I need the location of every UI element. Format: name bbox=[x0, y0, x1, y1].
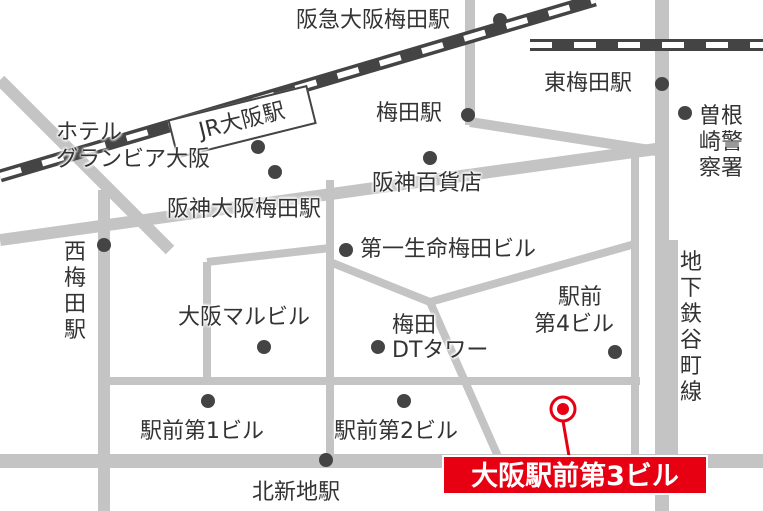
ekimae4-label-1: 駅前 bbox=[558, 285, 603, 310]
marker-hanshin-dept bbox=[423, 151, 437, 165]
osaka-maru-label: 大阪マルビル bbox=[178, 305, 311, 330]
marker-umeda-dt bbox=[371, 340, 385, 354]
nishi-umeda-label: 西梅田駅 bbox=[63, 240, 86, 343]
road-northwest-diagonal bbox=[0, 75, 175, 255]
road-diag-up-right bbox=[428, 240, 637, 306]
umeda-dt-label-1: 梅田 bbox=[392, 313, 437, 338]
hankyu-osaka-umeda-label: 阪急大阪梅田駅 bbox=[296, 8, 451, 33]
marker-kitashinchi bbox=[319, 453, 333, 467]
subway-tanimachi-label: 地下鉄谷町線 bbox=[679, 250, 702, 405]
marker-umeda bbox=[461, 108, 475, 122]
ekimae2-label: 駅前第2ビル bbox=[334, 419, 458, 444]
target-building-label: 大阪駅前第3ビル bbox=[442, 455, 708, 495]
subway-band bbox=[668, 240, 678, 470]
marker-daiichi-seimei bbox=[339, 243, 353, 257]
ekimae4-label-2: 第4ビル bbox=[534, 312, 614, 337]
marker-ekimae2 bbox=[397, 394, 411, 408]
marker-hanshin-osaka-umeda bbox=[268, 165, 282, 179]
marker-hotel-granvia bbox=[251, 140, 265, 154]
ekimae1-label: 駅前第1ビル bbox=[140, 419, 264, 444]
hanshin-osaka-umeda-label: 阪神大阪梅田駅 bbox=[167, 197, 322, 222]
target-pin-icon bbox=[549, 395, 577, 457]
road-umeda-branch bbox=[469, 117, 664, 157]
road-diag-down bbox=[426, 300, 504, 463]
daiichi-seimei-label: 第一生命梅田ビル bbox=[360, 237, 537, 262]
hotel-granvia-label-2: グランビア大阪 bbox=[56, 147, 211, 172]
hanshin-dept-label: 阪神百貨店 bbox=[372, 171, 483, 196]
marker-osaka-maru bbox=[257, 340, 271, 354]
marker-ekimae1 bbox=[201, 394, 215, 408]
umeda-station-label: 梅田駅 bbox=[376, 101, 443, 126]
markers bbox=[97, 13, 692, 467]
marker-police bbox=[678, 106, 692, 120]
marker-ekimae4 bbox=[608, 345, 622, 359]
road-inner-top bbox=[206, 244, 331, 266]
road-diag-to-top bbox=[328, 258, 432, 306]
marker-higashi-umeda bbox=[655, 77, 669, 91]
marker-hankyu-osaka-umeda bbox=[493, 13, 507, 27]
police-label: 曽根崎警察署 bbox=[698, 104, 743, 181]
umeda-dt-label-2: DTタワー bbox=[392, 338, 489, 363]
marker-nishi-umeda bbox=[97, 238, 111, 252]
kitashinchi-label: 北新地駅 bbox=[252, 480, 341, 505]
higashi-umeda-label: 東梅田駅 bbox=[544, 71, 633, 96]
hotel-granvia-label-1: ホテル bbox=[56, 120, 123, 145]
